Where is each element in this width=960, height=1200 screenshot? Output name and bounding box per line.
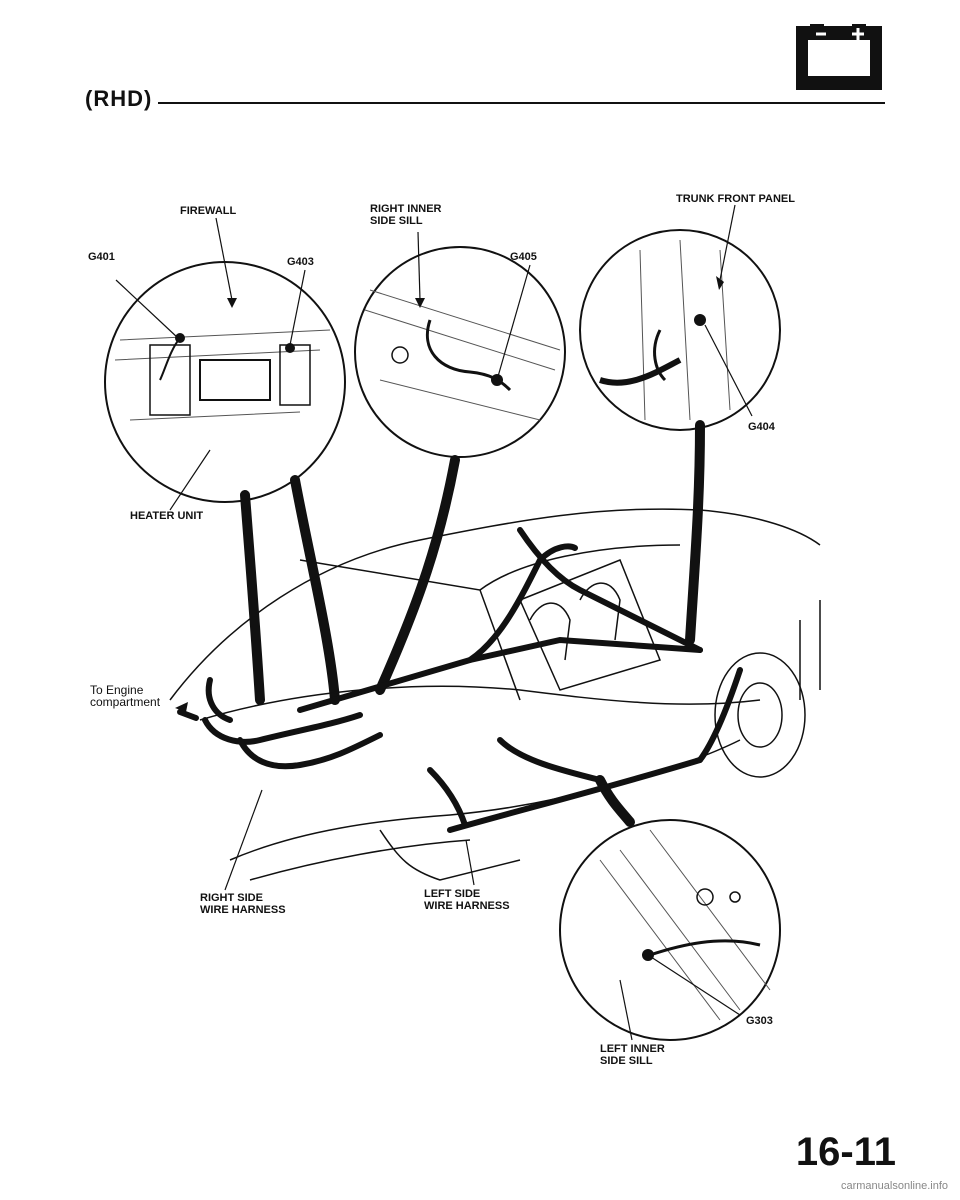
label-right-side-wire-line2: WIRE HARNESS — [200, 904, 286, 916]
wire-harness — [177, 527, 743, 833]
detail-circle-left-sill — [559, 819, 781, 1041]
header-rule — [158, 102, 885, 104]
label-firewall: FIREWALL — [180, 205, 237, 217]
car-body — [169, 508, 821, 881]
label-left-side-wire-line2: WIRE HARNESS — [424, 900, 510, 912]
label-g405: G405 — [510, 251, 537, 263]
label-left-inner-side-sill-line2: SIDE SILL — [600, 1055, 653, 1067]
pointer-lines — [240, 420, 705, 827]
label-g303: G303 — [746, 1015, 773, 1027]
label-to-engine-line2: compartment — [90, 695, 161, 709]
label-g404: G404 — [748, 421, 775, 433]
label-right-inner-side-sill-line2: SIDE SILL — [370, 215, 423, 227]
label-trunk-front-panel: TRUNK FRONT PANEL — [676, 193, 795, 205]
engine-arrow-icon — [175, 702, 188, 712]
label-right-side-wire-line1: RIGHT SIDE — [200, 892, 263, 904]
detail-circle-heater — [104, 261, 346, 503]
detail-circle-trunk — [579, 229, 781, 431]
footer-watermark: carmanualsonline.info — [840, 1180, 948, 1192]
label-heater-unit: HEATER UNIT — [130, 510, 204, 522]
detail-circle-right-sill — [354, 246, 566, 458]
arrowheads — [227, 276, 724, 308]
label-left-side-wire-line1: LEFT SIDE — [424, 888, 481, 900]
label-g403: G403 — [287, 256, 314, 268]
label-g401: G401 — [88, 251, 115, 263]
battery-icon — [796, 24, 882, 90]
label-right-inner-side-sill-line1: RIGHT INNER — [370, 203, 442, 215]
label-left-inner-side-sill-line1: LEFT INNER — [600, 1043, 665, 1055]
page-number: 16-11 — [795, 1130, 896, 1174]
label-to-engine-line1: To Engine — [90, 683, 144, 697]
leader-lines — [115, 204, 753, 1041]
section-title: (RHD) — [85, 86, 153, 111]
